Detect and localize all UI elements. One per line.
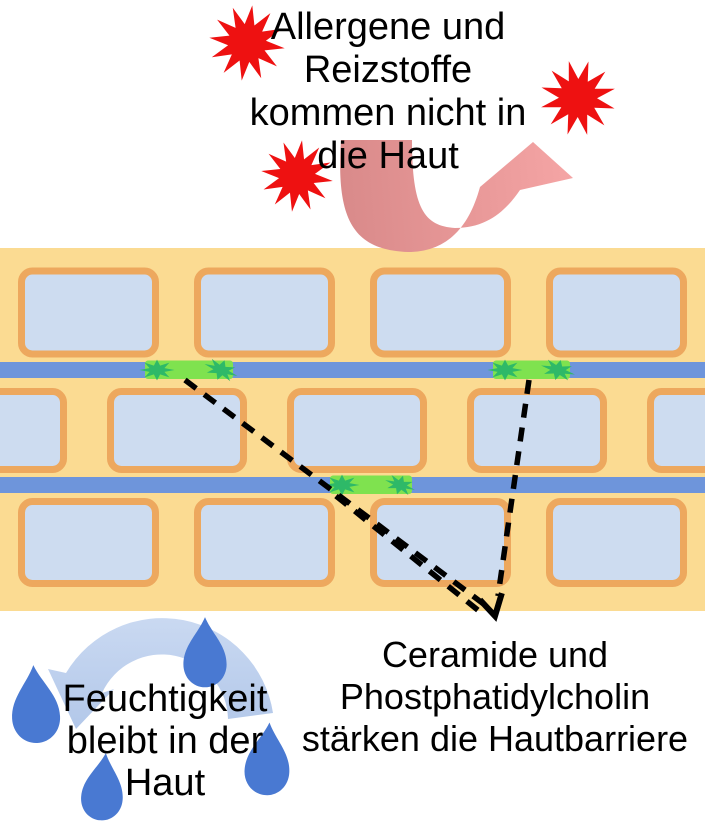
skin-cell [18, 498, 159, 587]
skin-cell [647, 388, 705, 473]
allergens-label: Allergene und Reizstoffe kommen nicht in… [249, 6, 527, 177]
skin-cell [107, 388, 247, 473]
lipid-layer-1 [0, 362, 705, 378]
skin-cell [194, 498, 335, 587]
skin-cell [194, 267, 335, 358]
skin-cell [546, 498, 687, 587]
moisture-label: Feuchtigkeit bleibt in der Haut [62, 678, 268, 804]
ceramide-label: Ceramide und Phostphatidylcholin stärken… [301, 634, 689, 759]
ceramide-callout [183, 377, 532, 622]
skin-cell-row-1 [18, 267, 687, 358]
skin-cell [18, 267, 159, 358]
ceramide-patch-1 [139, 354, 242, 386]
deflect-arrow-icon [340, 140, 573, 252]
callout-line [183, 377, 491, 611]
skin-cell [467, 388, 607, 473]
skin-cell-row-2 [0, 388, 705, 473]
ceramide-patch-3 [324, 470, 418, 500]
callout-line [334, 493, 481, 614]
skin-cell [546, 267, 687, 358]
skin-cell [370, 267, 511, 358]
ceramide-patch-2 [487, 355, 578, 385]
skin-cell [0, 388, 67, 473]
callout-line [495, 379, 532, 597]
skin-cell-row-3 [18, 498, 687, 587]
skin-cell [370, 498, 511, 587]
skin-cell [287, 388, 427, 473]
callout-arrowhead-icon [477, 592, 505, 622]
